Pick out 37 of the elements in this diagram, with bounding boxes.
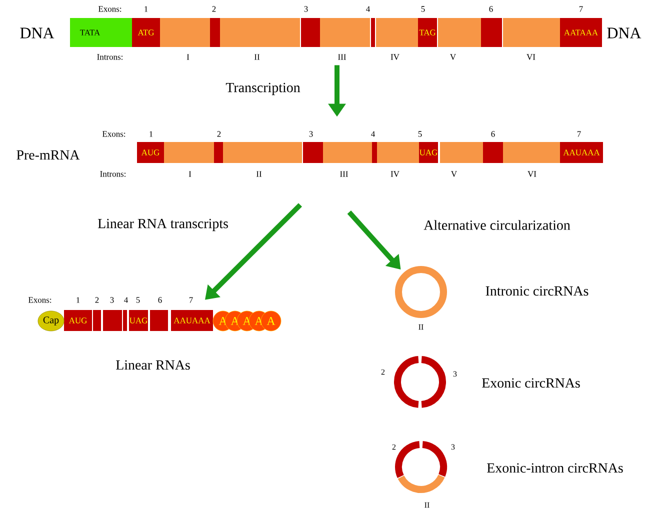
track-label: Introns: [100, 171, 126, 177]
gene-strip-drawing: AUG UAG AAUAAA [137, 142, 603, 163]
gene-strip-drawing: TATA ATG TAG AATAAA [70, 18, 602, 47]
track-label: II [256, 171, 262, 177]
track-label: V [451, 171, 457, 177]
rna-label: Pre-mRNA [16, 150, 80, 160]
rna-label: Intronic circRNAs [486, 286, 588, 296]
gene-strip-drawing: AUG UAG AAUAAA [64, 310, 213, 331]
node-label: UAG [130, 318, 148, 324]
track-label: 1 [76, 297, 80, 303]
rna-label: Linear RNAs [116, 360, 190, 370]
circular-rna-ring [394, 356, 446, 408]
node-label: UAG [420, 150, 438, 156]
edge-label: Alternative circularization [424, 220, 570, 230]
node-label: AUG [68, 318, 87, 324]
track-label: Exons: [102, 131, 126, 137]
circular-rna-ring [395, 441, 447, 493]
track-label: III [338, 54, 346, 60]
track-label: I [188, 171, 192, 177]
track-label: Exons: [28, 297, 52, 303]
node-label: AUG [141, 150, 160, 156]
circular-rna-ring [395, 266, 447, 318]
edge-label: Transcription [226, 82, 300, 96]
strand-label: DNA [607, 28, 642, 38]
rna-label: Exonic-intron circRNAs [487, 463, 623, 473]
track-label: IV [390, 171, 400, 177]
node-label: AATAAA [564, 30, 598, 36]
track-label: 7 [189, 297, 193, 303]
node-label: ATG [138, 30, 154, 36]
strand-label: DNA [20, 28, 54, 38]
track-label: VI [528, 171, 536, 177]
track-label: III [340, 171, 348, 177]
node-label: TATA [80, 30, 100, 36]
node-label: TAG [419, 30, 436, 36]
edge-label: Linear RNA transcripts [98, 218, 228, 232]
rna-label: Exonic circRNAs [482, 378, 580, 388]
node-label: AAUAAA [563, 150, 600, 156]
